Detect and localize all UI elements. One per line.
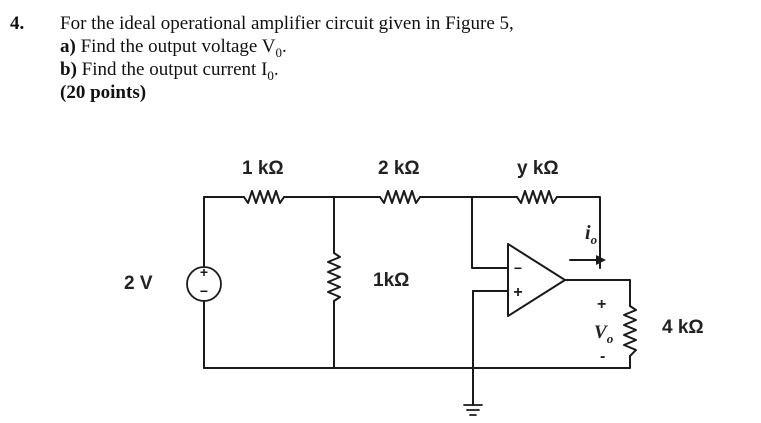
io-sub: o [590,232,598,247]
label-r2: 2 kΩ [378,158,420,179]
ground-symbol [463,404,483,416]
opamp-plus: + [513,284,522,301]
points: (20 points) [60,82,147,103]
label-source: 2 V [124,273,153,294]
part-b-sub: 0 [267,67,274,83]
part-b-prefix: b) [60,59,77,80]
part-b-end: . [273,59,279,80]
source-minus: − [200,283,208,299]
resistor-r3 [516,190,558,204]
label-r-shunt: 1kΩ [373,270,410,291]
inv-input-wire [471,196,509,269]
label-io: io [585,222,597,248]
part-b: b) Find the output current I0. [60,58,279,88]
part-a-prefix: a) [60,36,76,57]
part-a: a) Find the output voltage V0. [60,35,287,65]
output-wire [564,279,631,307]
vo-letter: V [594,322,607,343]
vo-minus: - [600,348,606,365]
part-a-end: . [282,36,287,57]
io-arrow-head [596,255,606,265]
top-wire-right [556,196,601,269]
part-a-sub: 0 [275,44,283,60]
vo-sub: o [606,330,614,346]
label-vo: Vo [594,322,613,347]
resistor-r1 [243,190,285,204]
bottom-wire [203,355,631,369]
question-number: 4. [10,13,25,34]
part-a-text: Find the output voltage V [80,36,276,57]
question-stem: For the ideal operational amplifier circ… [60,13,514,34]
vo-plus: + [597,296,607,313]
opamp-minus: − [514,260,522,276]
label-r3: y kΩ [517,158,559,179]
label-r-load: 4 kΩ [662,317,704,338]
resistor-load [623,305,637,357]
io-letter: i [585,222,591,244]
resistor-r2 [379,190,421,204]
opamp-triangle [507,243,566,317]
resistor-shunt [327,252,341,302]
source-plus: + [200,264,208,280]
label-r1: 1 kΩ [242,158,284,179]
part-b-text: Find the output current I [81,59,268,80]
